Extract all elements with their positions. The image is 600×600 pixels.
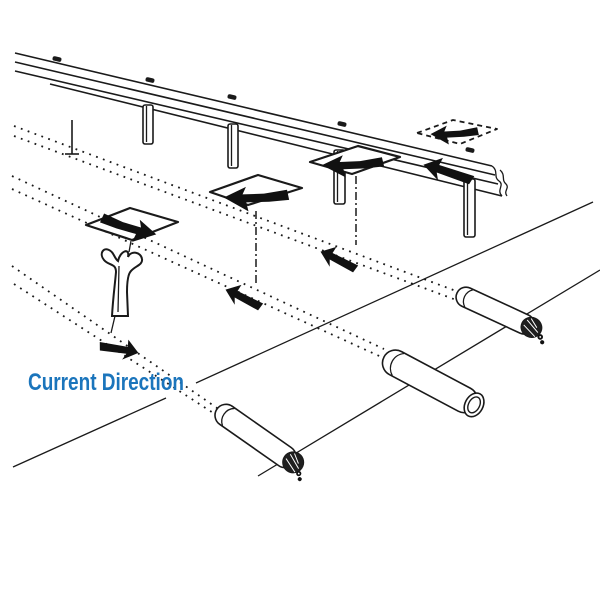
flexible-post-body — [100, 248, 144, 317]
cable-tube-3 — [214, 403, 305, 482]
rail-bolt — [145, 77, 155, 83]
rail-line — [14, 61, 496, 176]
current-direction-label: Current Direction — [28, 369, 184, 396]
guardrail-post-1 — [65, 120, 79, 155]
road-arrow-3-up-left — [320, 246, 359, 273]
cable-strand — [540, 340, 545, 345]
chevron-sign-3 — [308, 144, 402, 178]
tube-cap-arc — [389, 352, 405, 376]
guardrail-posts — [65, 104, 476, 238]
tube-cap-arc — [221, 407, 235, 426]
dotted-line — [11, 175, 385, 350]
rail-line — [14, 52, 493, 167]
rail-bolt — [227, 94, 237, 100]
rail-line — [14, 70, 499, 185]
guardrail-post-3 — [227, 123, 239, 169]
dotted-line — [13, 283, 222, 419]
tube-body — [455, 286, 535, 335]
bent-arrow-down-right-icon — [99, 213, 157, 242]
flexible-post — [100, 240, 144, 334]
chevron-sign-4-ghost — [416, 119, 498, 145]
cable-line-segment — [195, 201, 594, 384]
dotted-cable-path-3 — [11, 265, 222, 419]
cable-line-segment — [12, 397, 167, 468]
tube-body — [214, 403, 297, 469]
sign-panel — [84, 206, 180, 242]
guardrail-post-5 — [463, 178, 476, 238]
cable-line-a — [12, 201, 594, 468]
rail-bolt — [52, 56, 62, 62]
dotted-line — [13, 135, 460, 302]
chevron-sign-2 — [208, 173, 304, 212]
dotted-cable-path-2 — [11, 175, 389, 361]
rail-bolts — [52, 56, 475, 153]
flexible-post-detail — [117, 265, 120, 313]
bent-arrow-left-icon — [322, 155, 385, 178]
dotted-line — [11, 188, 389, 361]
bent-arrow-left-icon — [223, 186, 290, 212]
cable-strand — [297, 477, 302, 482]
rail-break — [491, 165, 503, 197]
open-tube-end — [463, 392, 485, 418]
wire-rope-cross-section — [282, 451, 305, 482]
bent-arrow-left-icon — [430, 125, 479, 145]
cable-tube-2 — [381, 349, 485, 418]
rail-arrow-left — [423, 157, 475, 185]
sign1-connector — [128, 240, 132, 253]
dotted-cable-path-1 — [13, 125, 460, 302]
guardrail — [14, 52, 508, 197]
rail-break — [499, 169, 508, 197]
chevron-sign-1 — [84, 206, 180, 242]
rail-line — [49, 83, 503, 197]
road-arrow-2-up-left — [225, 284, 264, 311]
rail-bolt — [465, 147, 475, 153]
road-arrow-1-down-right — [99, 339, 139, 360]
tube-cap-arc — [462, 289, 473, 308]
dotted-line — [11, 265, 218, 409]
wire-rope-cross-section — [520, 316, 545, 345]
cable-tube-1 — [455, 286, 545, 345]
rail-bolt — [337, 121, 347, 127]
guardrail-post-2 — [142, 104, 154, 145]
post-connector — [110, 315, 116, 334]
